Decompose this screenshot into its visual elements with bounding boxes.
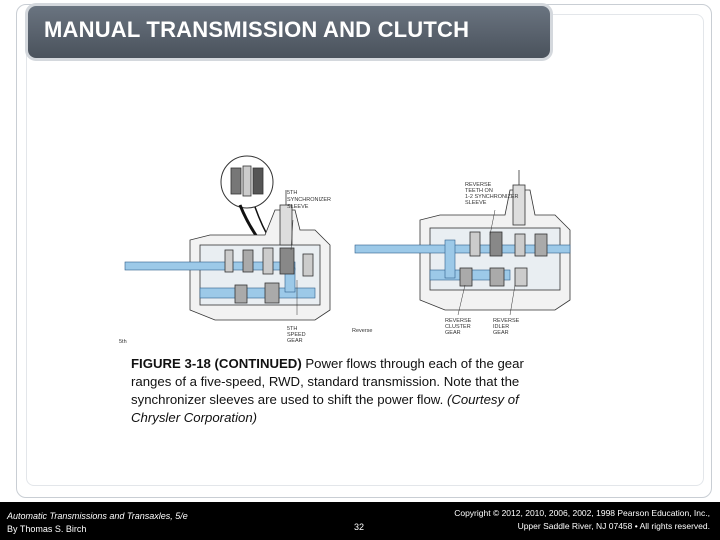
label-rev-cluster-2: CLUSTER bbox=[445, 324, 471, 330]
label-reverse-range: Reverse bbox=[352, 328, 372, 334]
label-rev-teeth-4: SLEEVE bbox=[465, 200, 487, 206]
label-rev-teeth-3: 1-2 SYNCHRONIZER bbox=[465, 194, 519, 200]
caption-body: Power flows through each of the gear ran… bbox=[131, 356, 524, 407]
figure-caption: FIGURE 3-18 (CONTINUED) Power flows thro… bbox=[131, 355, 556, 427]
footer-bar: Automatic Transmissions and Transaxles, … bbox=[0, 502, 720, 540]
label-5th-range: 5th bbox=[119, 339, 127, 345]
footer-book-info: Automatic Transmissions and Transaxles, … bbox=[7, 510, 188, 536]
footer-author: By Thomas S. Birch bbox=[7, 524, 87, 534]
label-rev-idler-1: REVERSE bbox=[493, 318, 520, 324]
reverse-gear-diagram bbox=[354, 170, 571, 316]
label-rev-idler-2: IDLER bbox=[493, 324, 509, 330]
caption-credit: (Courtesy of Chrysler Corporation) bbox=[131, 392, 519, 425]
label-rev-idler-3: GEAR bbox=[493, 330, 509, 336]
transmission-figure: 5TH SYNCHRONIZER SLEEVE 5TH SPEED GEAR 5… bbox=[119, 155, 571, 345]
copyright-line-1: Copyright © 2012, 2010, 2006, 2002, 1998… bbox=[454, 508, 710, 518]
label-5th-speed-gear-1: 5TH bbox=[287, 326, 297, 332]
label-rev-cluster-3: GEAR bbox=[445, 330, 461, 336]
label-rev-teeth-2: TEETH ON bbox=[465, 188, 493, 194]
label-5th-sync-sleeve-3: SLEEVE bbox=[287, 204, 309, 210]
label-5th-speed-gear-3: GEAR bbox=[287, 338, 303, 344]
footer-copyright: Copyright © 2012, 2010, 2006, 2002, 1998… bbox=[454, 507, 710, 533]
slide-title: MANUAL TRANSMISSION AND CLUTCH bbox=[44, 17, 470, 42]
fifth-gear-diagram bbox=[124, 155, 331, 321]
power-flow-main-left bbox=[124, 261, 296, 271]
label-rev-cluster-1: REVERSE bbox=[445, 318, 472, 324]
label-5th-speed-gear-2: SPEED bbox=[287, 332, 306, 338]
power-flow-counter-left bbox=[199, 287, 316, 299]
caption-figure-number: FIGURE 3-18 (CONTINUED) bbox=[131, 356, 302, 371]
label-5th-sync-sleeve-2: SYNCHRONIZER bbox=[287, 197, 331, 203]
page-number: 32 bbox=[354, 522, 365, 532]
copyright-line-2: Upper Saddle River, NJ 07458 • All right… bbox=[517, 521, 710, 531]
footer-book-title: Automatic Transmissions and Transaxles, … bbox=[7, 511, 188, 521]
label-rev-teeth-1: REVERSE bbox=[465, 182, 492, 188]
power-flow-main-right bbox=[354, 244, 571, 254]
title-bar bbox=[28, 6, 550, 58]
label-5th-sync-sleeve-1: 5TH bbox=[287, 190, 297, 196]
